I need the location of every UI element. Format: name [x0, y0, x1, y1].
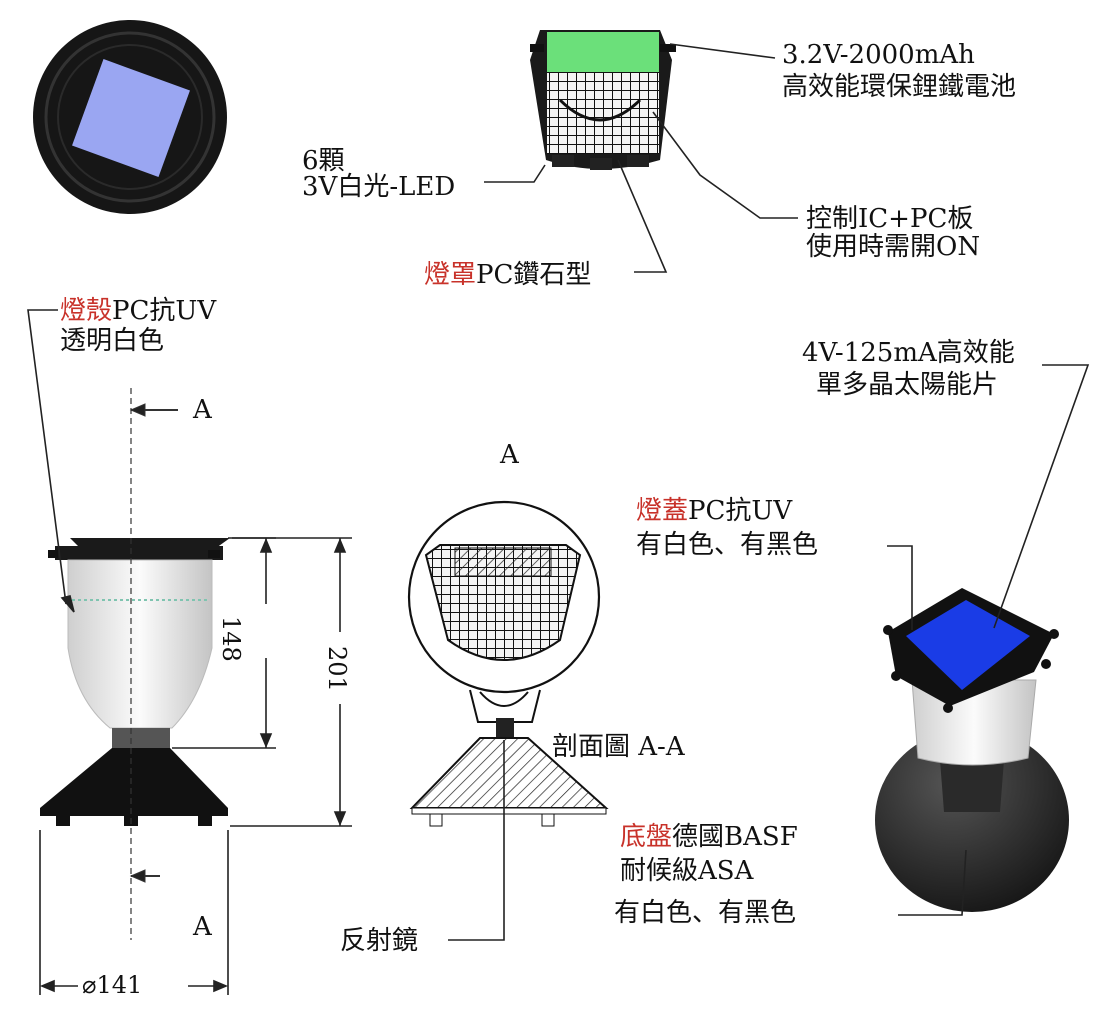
cut-marker-top: A: [193, 395, 212, 425]
cover-label-line2: 有白色、有黑色: [636, 530, 819, 560]
battery-label-line1: 3.2V-2000mAh: [782, 40, 975, 70]
dim-201: 201: [323, 646, 351, 692]
side-elevation-view: [40, 538, 230, 826]
diffuser-label: 燈罩PC鑽石型: [424, 260, 591, 290]
shell-label-line2: 透明白色: [60, 326, 165, 356]
leader-lines-top: [484, 43, 798, 273]
shell-label-red: 燈殼: [60, 296, 113, 326]
cover-label-rest: PC抗UV: [688, 496, 793, 526]
diffuser-label-rest: PC鑽石型: [476, 260, 592, 290]
cut-marker-bottom: A: [193, 912, 212, 942]
dimension-lines: [39, 537, 352, 995]
leader-shell: [27, 309, 75, 613]
base-label-red: 底盤: [620, 822, 673, 852]
section-label: 剖面圖 A-A: [552, 732, 685, 762]
solar-label-line2: 單多晶太陽能片: [816, 370, 999, 400]
cover-label-red: 燈蓋: [636, 496, 689, 526]
leader-lines-right: [887, 364, 1090, 916]
centerline-and-cut-arrows: [129, 388, 178, 940]
diffuser-label-red: 燈罩: [424, 260, 477, 290]
base-label-line3: 有白色、有黑色: [614, 898, 797, 928]
reflector-label: 反射鏡: [340, 926, 419, 956]
control-label-line1: 控制IC+PC板: [806, 204, 974, 234]
control-label-line2: 使用時需開ON: [806, 232, 981, 262]
shell-label: 燈殼PC抗UV: [60, 296, 216, 326]
cover-label: 燈蓋PC抗UV: [636, 496, 792, 526]
shell-label-rest: PC抗UV: [112, 296, 217, 326]
dim-diameter: ⌀141: [82, 971, 143, 999]
led-label-line2: 3V白光-LED: [302, 172, 456, 202]
dim-148: 148: [217, 616, 245, 662]
led-label-line1: 6顆: [302, 146, 345, 176]
leader-reflector: [448, 740, 505, 941]
base-label-line2: 耐候級ASA: [620, 856, 754, 886]
base-label: 底盤德國BASF: [620, 822, 798, 852]
solar-label-line1: 4V-125mA高效能: [802, 338, 1015, 368]
head-detail-view: [530, 30, 676, 170]
section-view: [407, 500, 609, 827]
base-label-rest: 德國BASF: [672, 822, 798, 852]
battery-label-line2: 高效能環保鋰鐵電池: [782, 72, 1017, 102]
section-marker: A: [500, 440, 519, 470]
top-view: [33, 20, 227, 214]
perspective-view: [875, 588, 1069, 912]
